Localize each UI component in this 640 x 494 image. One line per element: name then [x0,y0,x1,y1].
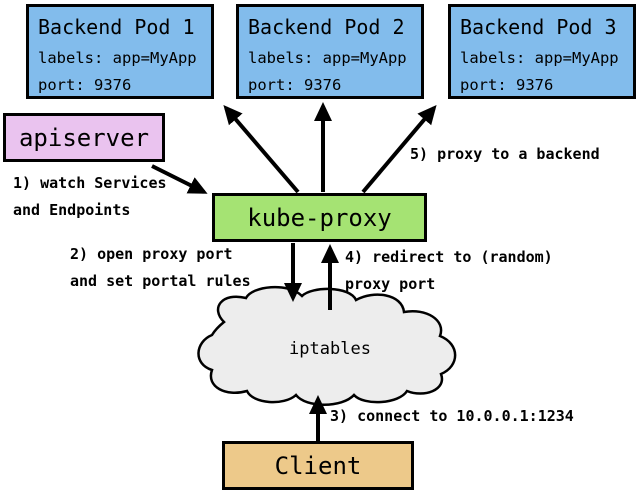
client-label: Client [274,451,362,480]
apiserver-box: apiserver [3,113,165,162]
pod-port: port: 9376 [460,76,554,94]
step-1-watch-services: 1) watch Services and Endpoints [13,174,167,219]
pod-port: port: 9376 [38,76,132,94]
step-5-proxy-to-backend: 5) proxy to a backend [410,145,600,163]
backend-pod-2-box: Backend Pod 2 labels: app=MyApp port: 93… [236,4,424,99]
arrow-kube-proxy-to-pod-1 [223,104,300,194]
pod-labels: labels: app=MyApp [38,49,197,67]
client-box: Client [222,441,414,490]
step-4-redirect: 4) redirect to (random) proxy port [345,248,553,293]
pod-title: Backend Pod 2 [248,15,405,39]
kube-proxy-label: kube-proxy [247,203,392,232]
step-2-open-proxy-port: 2) open proxy port and set portal rules [70,245,251,290]
pod-title: Backend Pod 1 [38,15,195,39]
kube-proxy-box: kube-proxy [212,193,427,242]
apiserver-label: apiserver [18,123,150,152]
pod-labels: labels: app=MyApp [248,49,407,67]
pod-title: Backend Pod 3 [460,15,617,39]
step-3-connect: 3) connect to 10.0.0.1:1234 [330,407,574,425]
backend-pod-3-box: Backend Pod 3 labels: app=MyApp port: 93… [448,4,636,99]
pod-port: port: 9376 [248,76,342,94]
iptables-label: iptables [289,339,371,359]
pod-labels: labels: app=MyApp [460,49,619,67]
backend-pod-1-box: Backend Pod 1 labels: app=MyApp port: 93… [26,4,214,99]
